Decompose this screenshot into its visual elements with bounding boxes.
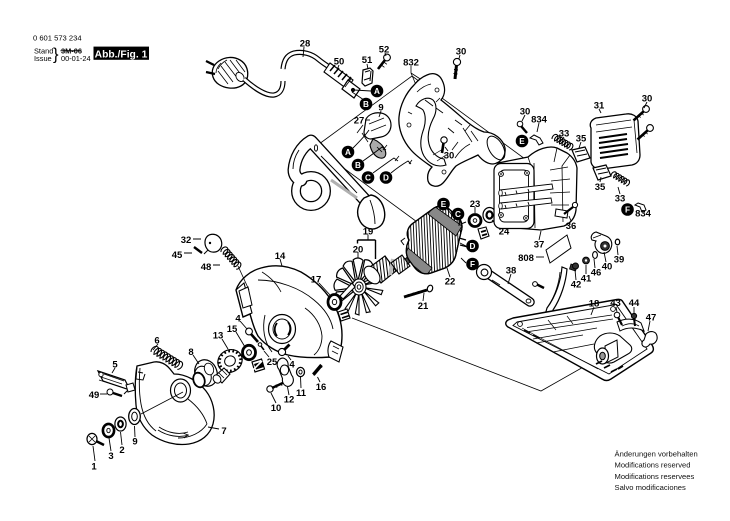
svg-text:21: 21 <box>418 301 429 312</box>
svg-text:35: 35 <box>595 182 606 193</box>
svg-text:15: 15 <box>227 324 238 335</box>
svg-text:41: 41 <box>581 273 592 284</box>
svg-text:E: E <box>519 137 525 146</box>
svg-text:35: 35 <box>576 133 587 144</box>
svg-text:A: A <box>374 87 380 96</box>
svg-text:43: 43 <box>610 298 621 309</box>
svg-text:37: 37 <box>534 239 545 250</box>
svg-text:22: 22 <box>445 276 456 287</box>
svg-text:9: 9 <box>378 102 383 113</box>
svg-text:Modifications reserved: Modifications reserved <box>615 461 691 470</box>
svg-text:E: E <box>441 200 447 209</box>
svg-text:30: 30 <box>444 150 455 161</box>
svg-text:834: 834 <box>635 208 652 219</box>
svg-text:46: 46 <box>591 267 602 278</box>
svg-text:13: 13 <box>213 330 224 341</box>
svg-text:808: 808 <box>518 253 534 264</box>
svg-text:B: B <box>363 100 369 109</box>
svg-text:52: 52 <box>379 44 390 55</box>
svg-text:44: 44 <box>629 298 640 309</box>
svg-text:18: 18 <box>589 298 600 309</box>
svg-text:Stand: Stand <box>34 47 53 56</box>
svg-text:C: C <box>365 173 371 182</box>
svg-text:B: B <box>355 161 361 170</box>
svg-text:D: D <box>470 242 476 251</box>
svg-text:38: 38 <box>506 265 517 276</box>
svg-text:7: 7 <box>221 426 226 437</box>
svg-text:31: 31 <box>594 100 605 111</box>
svg-text:5: 5 <box>112 359 118 370</box>
svg-text:}: } <box>53 46 59 64</box>
svg-text:36: 36 <box>566 221 577 232</box>
svg-text:4: 4 <box>235 313 241 324</box>
svg-text:40: 40 <box>602 261 613 272</box>
svg-text:47: 47 <box>646 312 657 323</box>
svg-text:Änderungen vorbehalten: Änderungen vorbehalten <box>615 449 698 458</box>
svg-text:42: 42 <box>571 279 582 290</box>
svg-text:10: 10 <box>271 403 282 414</box>
svg-text:20: 20 <box>353 244 364 255</box>
svg-text:45: 45 <box>172 250 183 261</box>
svg-text:11: 11 <box>296 388 307 399</box>
svg-text:25: 25 <box>267 357 278 368</box>
svg-text:51: 51 <box>362 55 373 66</box>
svg-text:33: 33 <box>559 128 570 139</box>
svg-text:8: 8 <box>188 347 193 358</box>
svg-text:23: 23 <box>470 199 481 210</box>
svg-text:2: 2 <box>119 445 124 456</box>
svg-text:0 601 573 234: 0 601 573 234 <box>33 34 82 43</box>
svg-text:33: 33 <box>615 193 626 204</box>
svg-text:16: 16 <box>316 382 327 393</box>
svg-text:Modifications reservees: Modifications reservees <box>615 472 695 481</box>
svg-text:30: 30 <box>520 106 531 117</box>
svg-text:12: 12 <box>284 394 295 405</box>
svg-text:9: 9 <box>132 436 137 447</box>
svg-text:50: 50 <box>334 56 345 67</box>
svg-text:Salvo modificaciones: Salvo modificaciones <box>615 483 687 492</box>
svg-text:6: 6 <box>154 335 159 346</box>
svg-text:F: F <box>470 260 475 269</box>
svg-text:39: 39 <box>614 254 625 265</box>
svg-text:27: 27 <box>354 115 365 126</box>
svg-text:832: 832 <box>403 57 419 68</box>
svg-text:F: F <box>625 205 630 214</box>
svg-text:Issue: Issue <box>34 54 52 63</box>
svg-text:28: 28 <box>300 38 311 49</box>
svg-text:17: 17 <box>311 274 322 285</box>
svg-text:19: 19 <box>363 226 374 237</box>
svg-text:4: 4 <box>289 359 295 370</box>
svg-text:A: A <box>345 148 351 157</box>
svg-text:C: C <box>455 210 461 219</box>
svg-text:24: 24 <box>499 226 510 237</box>
svg-text:3: 3 <box>108 451 113 462</box>
svg-text:32: 32 <box>181 235 192 246</box>
svg-text:00-01-24: 00-01-24 <box>61 54 91 63</box>
svg-text:30: 30 <box>456 46 467 57</box>
svg-text:30: 30 <box>642 93 653 104</box>
svg-text:14: 14 <box>275 251 286 262</box>
svg-text:834: 834 <box>531 114 548 125</box>
svg-text:48: 48 <box>201 262 212 273</box>
svg-text:Abb./Fig. 1: Abb./Fig. 1 <box>95 49 148 60</box>
svg-text:D: D <box>383 173 389 182</box>
svg-text:1: 1 <box>91 461 97 472</box>
svg-text:49: 49 <box>89 390 100 401</box>
